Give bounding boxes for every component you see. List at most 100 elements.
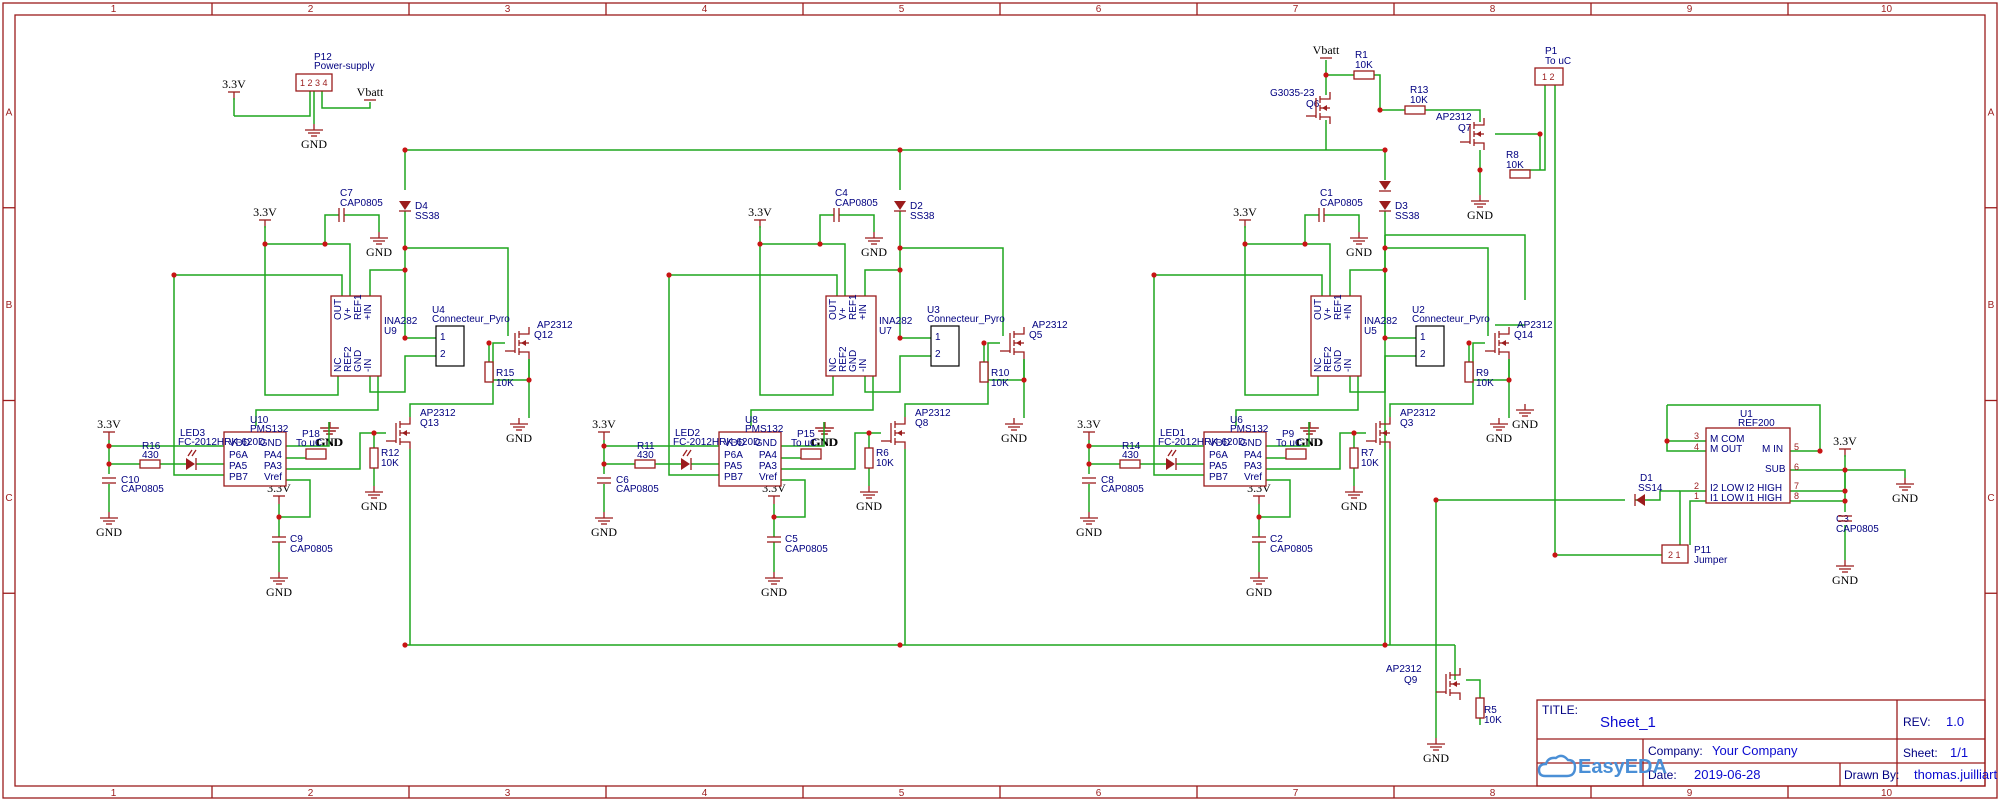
ctop-capacitor: [833, 208, 840, 222]
frame-col-bottom-10: 10: [1881, 788, 1893, 799]
junction-dot: [171, 272, 177, 278]
qr-ref: Q5: [1029, 330, 1043, 341]
r8-resistor: [1509, 169, 1531, 179]
qr-value: AP2312: [1517, 320, 1553, 331]
ina-pin-gnd: GND: [848, 350, 859, 372]
u1-pin-sub: SUB: [1765, 464, 1786, 475]
pms-pin-pb7: PB7: [1209, 472, 1228, 483]
conn-ref: U2: [1412, 305, 1425, 316]
rled-ref: R16: [142, 441, 161, 452]
pyro-connector-body: [1415, 325, 1445, 367]
pms-pin-vdd: VDD: [1209, 438, 1230, 449]
ina-pin-nc: NC: [1313, 358, 1324, 372]
ina-pin-ref1: REF1: [848, 294, 859, 320]
qm-value: AP2312: [420, 408, 456, 419]
pms132-body: [223, 431, 287, 487]
frame-col-top-5: 5: [899, 4, 905, 15]
junction-dot: [262, 241, 268, 247]
v33-label: 3.3V: [748, 205, 772, 219]
frame-col-top-4: 4: [702, 4, 708, 15]
pyro-connector-body: [930, 325, 960, 367]
q14-gnd: GND: [1512, 404, 1538, 431]
conn-ref: U3: [927, 305, 940, 316]
svg-text:5: 5: [1794, 442, 1799, 452]
led-icon: [1166, 449, 1177, 470]
p11-ref: P11: [1694, 545, 1711, 556]
ctop-value: CAP0805: [1320, 198, 1363, 209]
junction-dot: [371, 430, 377, 436]
pms-pin-pb7: PB7: [229, 472, 248, 483]
junction-dot: [1842, 467, 1848, 473]
p1-value: To uC: [1545, 56, 1571, 67]
ina-value: INA282: [1364, 316, 1398, 327]
frame-row-right-B: B: [1988, 300, 1995, 311]
pms-pin-gnd: GND: [260, 438, 282, 449]
junction-dot: [1256, 514, 1262, 520]
u1-pin-i1low: I1 LOW: [1710, 493, 1744, 504]
qm-value: AP2312: [915, 408, 951, 419]
pms-pin-p6a: P6A: [229, 450, 248, 461]
cvr-capacitor: [1252, 536, 1266, 543]
v33-label: 3.3V: [253, 205, 277, 219]
drawn-by-label: Drawn By:: [1844, 768, 1899, 782]
r13-resistor: [1404, 105, 1426, 115]
easyeda-logo: EasyEDA: [1578, 756, 1667, 778]
junction-dot: [106, 443, 112, 449]
v33-label: 3.3V: [222, 77, 246, 91]
ctop-ref: C4: [835, 188, 848, 199]
ina-pin-gnd: GND: [1333, 350, 1344, 372]
gnd-label: GND: [761, 585, 787, 599]
sheet-value: 1/1: [1950, 745, 1968, 760]
conn-ref: U4: [432, 305, 445, 316]
p12-vbatt: Vbatt: [357, 85, 384, 101]
junction-dot: [1842, 498, 1848, 504]
pms-pin-pa3: PA3: [1244, 461, 1263, 472]
c3-capacitor: [1838, 515, 1852, 522]
pms-pin-p6a: P6A: [724, 450, 743, 461]
svg-text:1: 1: [935, 332, 941, 343]
cin-value: CAP0805: [1101, 484, 1144, 495]
vbatt-label: Vbatt: [357, 85, 384, 99]
ina-pin-vp: V+: [1323, 307, 1334, 320]
svg-text:1: 1: [1694, 491, 1699, 501]
ina-pin-nc: NC: [333, 358, 344, 372]
cvr-capacitor: [767, 536, 781, 543]
q7-gnd: GND: [1467, 195, 1493, 222]
q7-value: AP2312: [1436, 112, 1472, 123]
date-value: 2019-06-28: [1694, 767, 1761, 782]
cin-ref: C6: [616, 475, 629, 486]
ina-pin-pin: +IN: [858, 304, 869, 320]
q6-value: G3035-23: [1270, 88, 1315, 99]
svg-text:2 1: 2 1: [1668, 550, 1681, 560]
ina282-body: [1310, 295, 1362, 377]
pms-ref: U10: [250, 415, 269, 426]
gnd-label: GND: [361, 499, 387, 513]
u1-pin-mout: M OUT: [1710, 444, 1742, 455]
pms-pin-pb7: PB7: [724, 472, 743, 483]
pconn-body: [305, 448, 327, 460]
ina-value: INA282: [879, 316, 913, 327]
ina-pin-out: OUT: [333, 299, 344, 320]
q9-gnd: GND: [1423, 738, 1449, 765]
frame-col-bottom-9: 9: [1687, 788, 1693, 799]
date-label: Date:: [1648, 768, 1677, 782]
frame-row-left-C: C: [5, 493, 12, 504]
rm-gnd: GND: [1341, 486, 1367, 513]
title-label: TITLE:: [1542, 703, 1578, 717]
ina-pin-ref2: REF2: [838, 346, 849, 372]
junction-dot: [1552, 552, 1558, 558]
connector-p1: 1 2 P1 To uC: [1534, 46, 1571, 86]
q9-mosfet: [1436, 668, 1461, 700]
diode-ref: D2: [910, 201, 923, 212]
junction-dot: [1466, 340, 1472, 346]
ctop-capacitor: [1318, 208, 1325, 222]
r13-ref: R13: [1410, 85, 1429, 96]
svg-text:6: 6: [1794, 462, 1799, 472]
junction-dot: [897, 147, 903, 153]
diode-value: SS38: [1395, 211, 1420, 222]
u1-pin-i1high: I1 HIGH: [1746, 493, 1782, 504]
gnd-label: GND: [301, 137, 327, 151]
u1-pin-min: M IN: [1762, 444, 1783, 455]
